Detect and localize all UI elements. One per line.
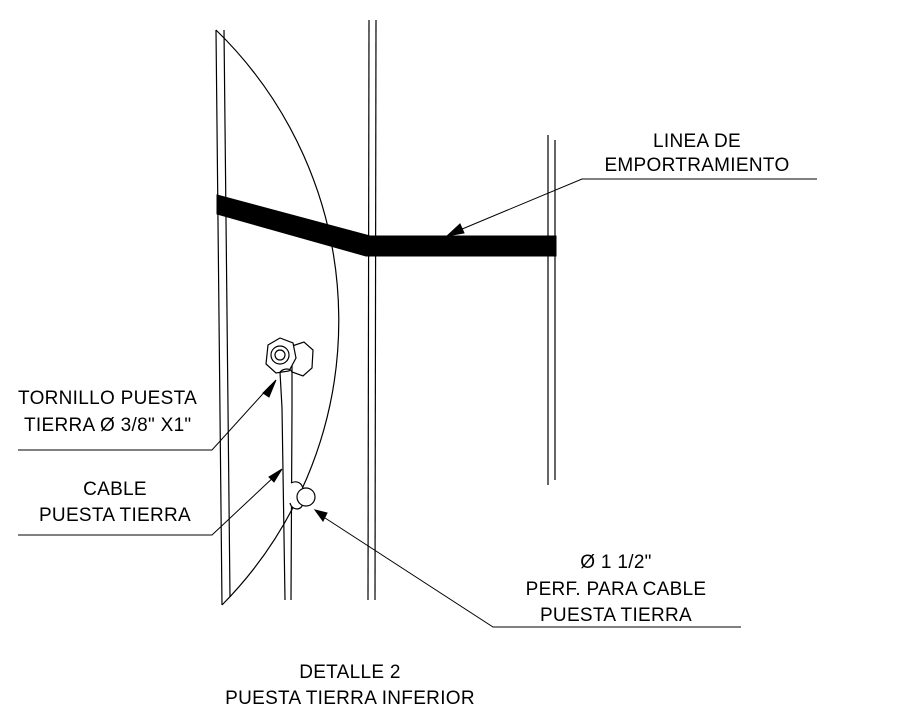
pole-left-edge: [215, 29, 223, 606]
detail-boundary-arc: [215, 29, 340, 606]
label-tornillo-line2: TIERRA Ø 3/8" X1": [24, 415, 192, 436]
leader-bolt: [18, 385, 271, 451]
grounding-cable: [279, 368, 293, 601]
grounding-bolt: [265, 337, 314, 377]
pole-ridge-line-inner: [374, 19, 377, 601]
pole-ridge-line: [367, 19, 370, 601]
label-cable-line1: CABLE: [83, 479, 147, 500]
label-cable-line2: PUESTA TIERRA: [38, 505, 192, 526]
label-perf-line3: PUESTA TIERRA: [539, 605, 693, 626]
label-perf-line1: Ø 1 1/2": [580, 552, 652, 573]
arrowhead-bolt: [262, 379, 277, 398]
detail-subtitle: PUESTA TIERRA INFERIOR: [225, 688, 475, 709]
pole-left-edge-inner: [223, 29, 231, 598]
leader-embedment: [454, 178, 817, 233]
arrowhead-embedment: [445, 223, 465, 237]
label-tornillo-line1: TORNILLO PUESTA: [18, 388, 198, 409]
label-emportramiento: EMPORTRAMIENTO: [604, 155, 790, 176]
cable-perforation: [289, 481, 316, 510]
label-linea-de: LINEA DE: [653, 131, 741, 152]
embedment-line: [216, 194, 557, 257]
leader-cable: [18, 473, 278, 536]
arrowhead-cable: [268, 468, 283, 483]
arrowhead-perforation: [313, 509, 328, 522]
label-perf-line2: PERF. PARA CABLE: [525, 579, 707, 600]
leader-perforation: [321, 515, 741, 628]
detail-title: DETALLE 2: [299, 662, 401, 683]
